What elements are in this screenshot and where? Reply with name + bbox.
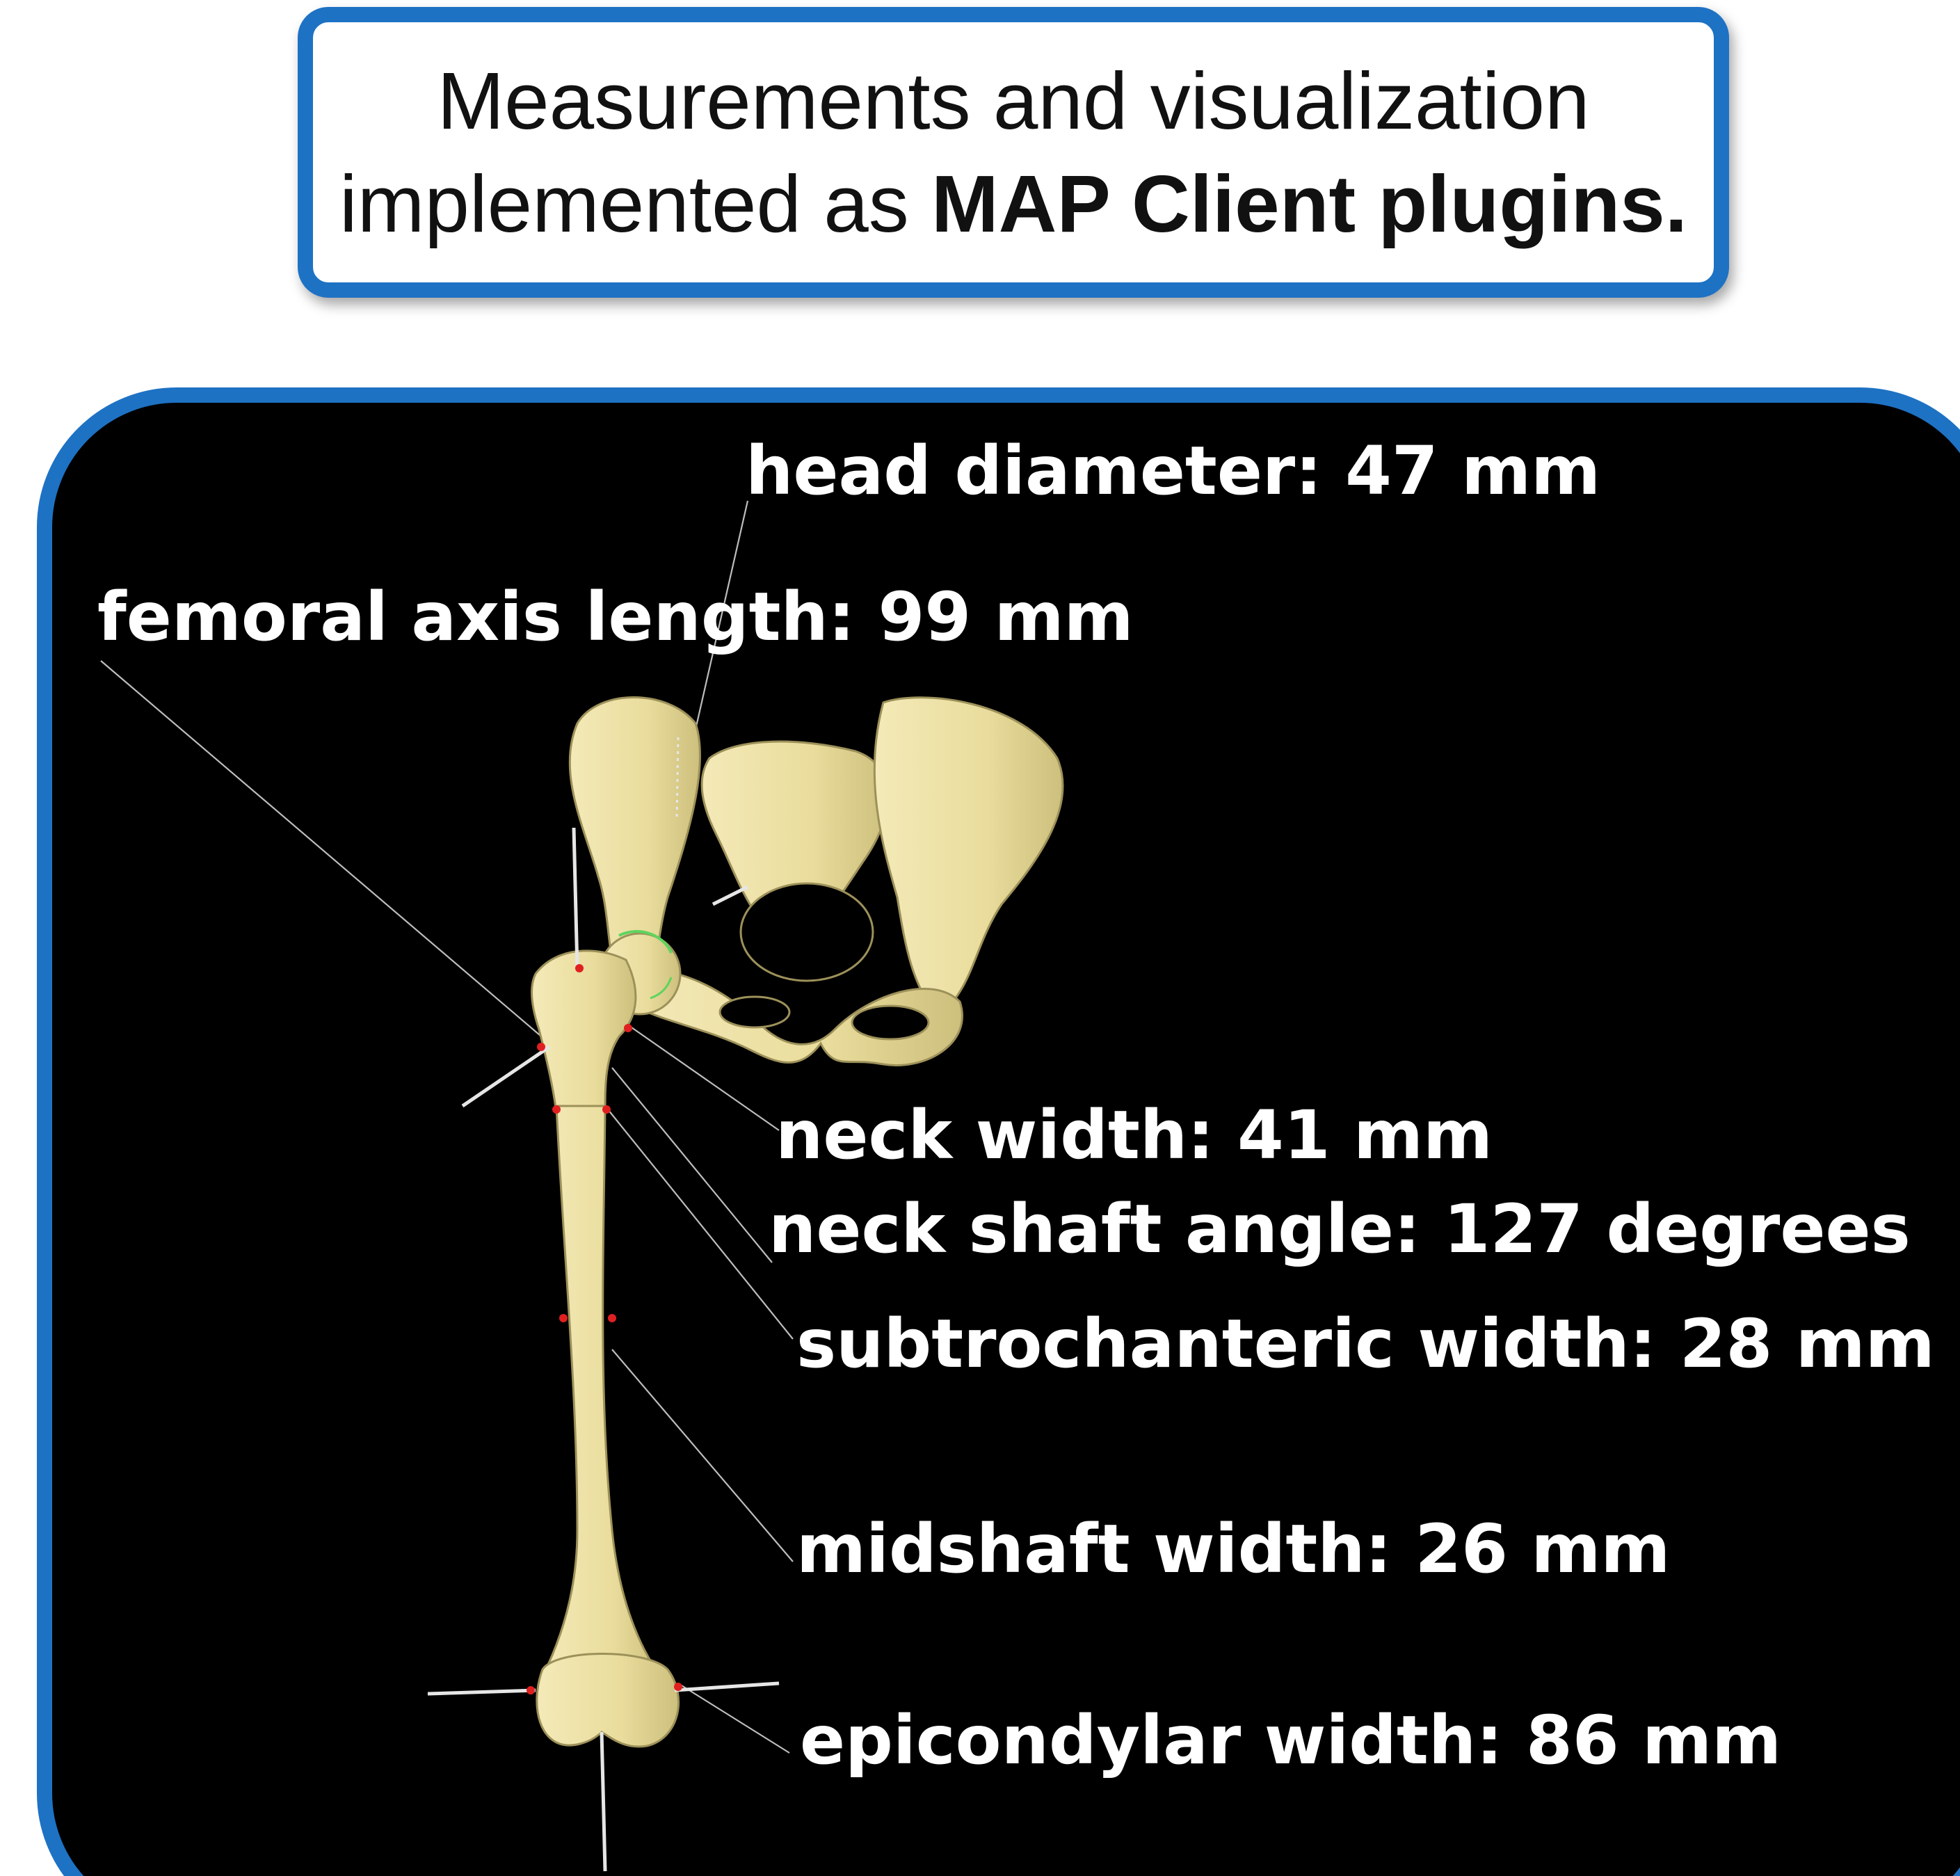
- subtrochanteric-width-label: subtrochanteric width: 28 mm: [796, 1305, 1935, 1383]
- femoral-axis-length-label: femoral axis length: 99 mm: [97, 578, 1134, 656]
- epicondylar-width-label: epicondylar width: 86 mm: [800, 1701, 1781, 1779]
- neck-width-label: neck width: 41 mm: [776, 1096, 1493, 1174]
- neck-shaft-angle-label: neck shaft angle: 127 degrees: [769, 1190, 1911, 1268]
- midshaft-width-label: midshaft width: 26 mm: [796, 1510, 1670, 1588]
- head-diameter-label: head diameter: 47 mm: [746, 432, 1600, 510]
